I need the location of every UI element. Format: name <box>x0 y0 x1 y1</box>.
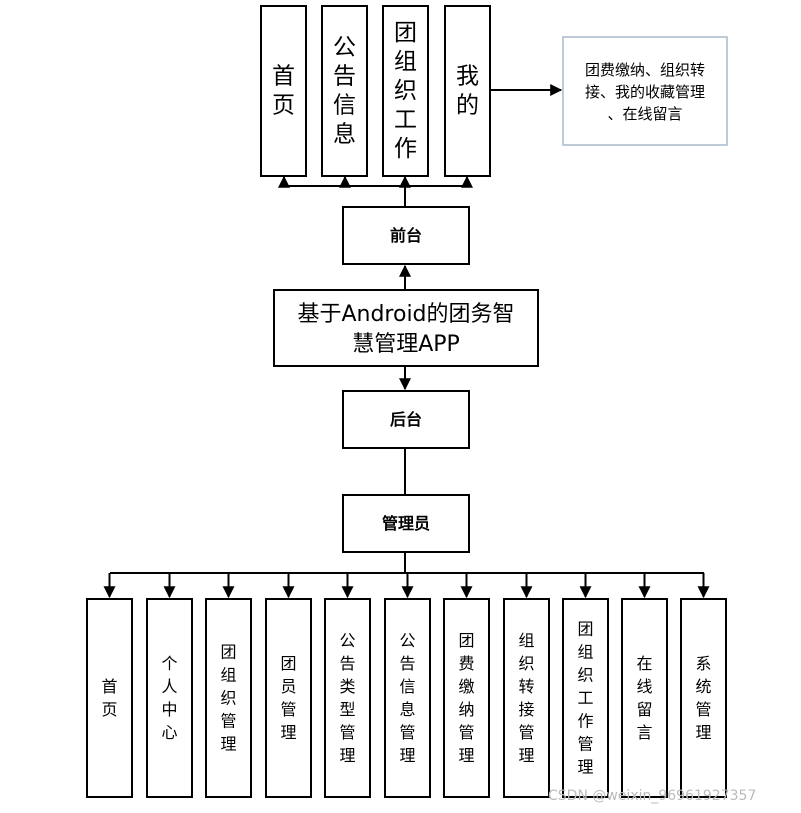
admin-module-3: 团员管理 <box>265 598 312 798</box>
frontend-module-3: 我的 <box>444 5 491 177</box>
admin-module-label: 组织转接管理 <box>518 631 534 765</box>
admin-module-0: 首页 <box>86 598 133 798</box>
frontend-module-label: 我的 <box>456 64 479 119</box>
admin-module-7: 组织转接管理 <box>503 598 550 798</box>
admin-label: 管理员 <box>382 514 430 533</box>
frontend-module-label: 首页 <box>272 64 295 119</box>
admin-module-5: 公告信息管理 <box>384 598 431 798</box>
frontend-module-1: 公告信息 <box>321 5 368 177</box>
admin-module-8: 团组织工作管理 <box>562 598 609 798</box>
frontend-modules: 首页 公告信息 团组织工作 我的 <box>260 5 491 177</box>
admin-module-label: 团组织工作管理 <box>577 620 593 777</box>
admin-module-label: 个人中心 <box>161 654 177 742</box>
note-line-1: 团费缴纳、组织转 <box>585 61 705 79</box>
admin-module-label: 团组织管理 <box>220 643 236 754</box>
admin-module-1: 个人中心 <box>146 598 193 798</box>
backend-node: 后台 <box>342 390 470 449</box>
note-line-3: 、在线留言 <box>607 105 682 123</box>
system-title-line-2: 慧管理APP <box>352 332 460 357</box>
note-line-2: 接、我的收藏管理 <box>585 83 705 101</box>
admin-module-4: 公告类型管理 <box>324 598 371 798</box>
admin-module-2: 团组织管理 <box>205 598 252 798</box>
admin-module-label: 公告信息管理 <box>399 631 415 765</box>
admin-node: 管理员 <box>342 494 470 553</box>
admin-module-9: 在线留言 <box>621 598 668 798</box>
backend-label: 后台 <box>390 410 422 429</box>
my-submodules-note: 团费缴纳、组织转 接、我的收藏管理 、在线留言 <box>562 36 728 146</box>
system-title-line-1: 基于Android的团务智 <box>297 302 514 327</box>
frontend-module-label: 公告信息 <box>333 35 356 148</box>
admin-module-label: 公告类型管理 <box>339 631 355 765</box>
admin-module-label: 团员管理 <box>280 654 296 742</box>
admin-modules: 首页 个人中心 团组织管理 团员管理 公告类型管理 公告信息管理 团费缴纳管理 组织转接管理 团… <box>86 598 727 798</box>
frontend-label: 前台 <box>390 226 422 245</box>
frontend-module-label: 团组织工作 <box>394 20 417 162</box>
admin-module-label: 团费缴纳管理 <box>458 631 474 765</box>
system-title-node: 基于Android的团务智 慧管理APP <box>273 289 539 367</box>
admin-module-label: 在线留言 <box>636 654 652 742</box>
frontend-module-0: 首页 <box>260 5 307 177</box>
frontend-module-2: 团组织工作 <box>382 5 429 177</box>
frontend-node: 前台 <box>342 206 470 265</box>
watermark: CSDN @weixin_96961927357 <box>548 788 756 804</box>
admin-module-label: 首页 <box>101 677 117 719</box>
admin-module-label: 系统管理 <box>695 654 711 742</box>
admin-module-10: 系统管理 <box>680 598 727 798</box>
connectors <box>103 84 710 599</box>
admin-module-6: 团费缴纳管理 <box>443 598 490 798</box>
